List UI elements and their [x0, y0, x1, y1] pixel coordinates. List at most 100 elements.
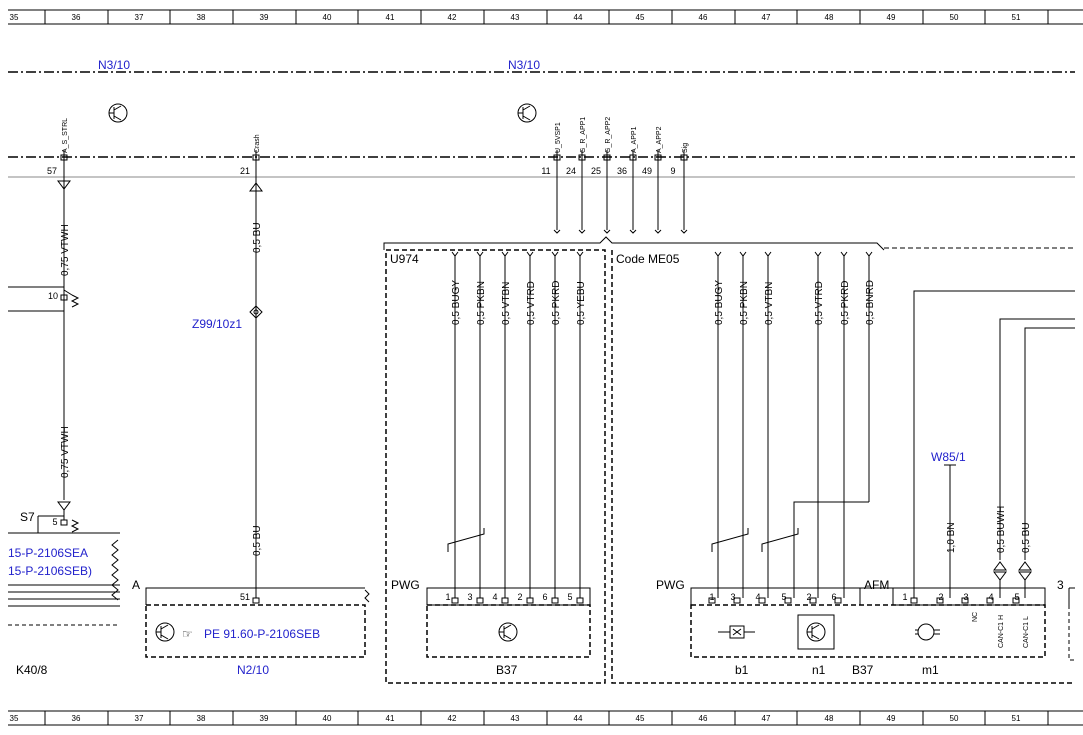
svg-text:51: 51 — [1012, 13, 1021, 22]
svg-text:37: 37 — [135, 714, 144, 723]
svg-text:39: 39 — [260, 714, 269, 723]
pe-ref-link[interactable]: PE 91.60-P-2106SEB — [204, 627, 320, 641]
svg-text:0,75 VTWH: 0,75 VTWH — [60, 426, 71, 478]
svg-text:0,5 YEBU: 0,5 YEBU — [576, 281, 587, 325]
svg-text:25: 25 — [591, 166, 601, 176]
svg-text:46: 46 — [699, 13, 708, 22]
n3-10-label-left: N3/10 — [98, 58, 130, 72]
svg-text:42: 42 — [448, 13, 457, 22]
svg-text:5: 5 — [781, 592, 786, 602]
code-me05-label: Code ME05 — [616, 252, 680, 266]
svg-text:24: 24 — [566, 166, 576, 176]
b1-label: b1 — [735, 663, 749, 677]
svg-text:39: 39 — [260, 13, 269, 22]
svg-text:38: 38 — [197, 714, 206, 723]
svg-text:45: 45 — [636, 714, 645, 723]
n2-10-module — [145, 587, 370, 658]
n3-10-label-center: N3/10 — [508, 58, 540, 72]
svg-text:CAN-C1 H: CAN-C1 H — [998, 615, 1005, 648]
svg-text:0,5 VTRD: 0,5 VTRD — [526, 281, 537, 325]
svg-text:11: 11 — [541, 166, 550, 176]
svg-text:6: 6 — [542, 592, 547, 602]
right-wire-group — [711, 251, 873, 598]
wire-vtwh — [57, 165, 71, 520]
motor-m1-icon — [915, 623, 940, 641]
ref-sea-link[interactable]: 15-P-2106SEA — [8, 546, 88, 560]
k40-label: K40/8 — [16, 663, 48, 677]
svg-text:0,75 VTWH: 0,75 VTWH — [60, 224, 71, 276]
wire-bu-crash — [249, 165, 263, 604]
svg-text:1: 1 — [445, 592, 450, 602]
s7-label: S7 — [20, 510, 35, 524]
svg-text:37: 37 — [135, 13, 144, 22]
svg-text:4: 4 — [755, 592, 760, 602]
m1-label: m1 — [922, 663, 939, 677]
svg-text:0,5 PKRD: 0,5 PKRD — [840, 281, 851, 325]
svg-text:G_R_APP2: G_R_APP2 — [605, 117, 612, 153]
svg-text:49: 49 — [642, 166, 652, 176]
svg-text:A_APP1: A_APP1 — [631, 126, 638, 153]
pwg-label-left: PWG — [391, 578, 420, 592]
pin-name-labels: A_S_STRL Crash U_5VSP1 G_R_APP1 G_R_APP2… — [62, 117, 1030, 648]
svg-text:50: 50 — [950, 714, 959, 723]
svg-text:2: 2 — [517, 592, 522, 602]
svg-text:CAN-C1 L: CAN-C1 L — [1023, 616, 1030, 648]
svg-text:NC: NC — [972, 612, 979, 622]
svg-text:0,5 VTRD: 0,5 VTRD — [814, 281, 825, 325]
switch-block — [8, 286, 80, 312]
svg-text:44: 44 — [574, 13, 583, 22]
svg-text:35: 35 — [10, 13, 19, 22]
svg-text:41: 41 — [386, 13, 395, 22]
harness-bracket — [383, 236, 885, 251]
svg-text:40: 40 — [323, 13, 332, 22]
svg-text:4: 4 — [988, 592, 993, 602]
svg-text:0,5 VTBN: 0,5 VTBN — [501, 282, 512, 325]
hand-pointer-icon[interactable]: ☞ — [182, 627, 193, 641]
n1-label: n1 — [812, 663, 826, 677]
svg-text:0,5 BNRD: 0,5 BNRD — [865, 280, 876, 325]
w85-label: W85/1 — [931, 450, 966, 464]
svg-text:3: 3 — [467, 592, 472, 602]
svg-text:5: 5 — [52, 517, 57, 527]
svg-text:57: 57 — [47, 166, 57, 176]
svg-text:10: 10 — [48, 291, 58, 301]
svg-text:43: 43 — [511, 714, 520, 723]
sensor-b1-icon — [718, 625, 755, 639]
connector-3-label: 3 — [1057, 578, 1064, 592]
svg-text:9: 9 — [670, 166, 675, 176]
svg-text:0,5 BU: 0,5 BU — [1021, 522, 1032, 553]
b37-label-right: B37 — [852, 663, 874, 677]
svg-text:48: 48 — [825, 13, 834, 22]
u974-label: U974 — [390, 252, 419, 266]
svg-text:0,5 BUGY: 0,5 BUGY — [451, 280, 462, 325]
svg-text:45: 45 — [636, 13, 645, 22]
svg-text:A_APP2: A_APP2 — [656, 126, 663, 153]
svg-text:G_R_APP1: G_R_APP1 — [580, 117, 587, 153]
svg-text:47: 47 — [762, 13, 771, 22]
pin-numbers: 57 21 11 24 25 36 49 9 10 5 51 1 3 4 2 6… — [47, 166, 1020, 602]
svg-text:1: 1 — [902, 592, 907, 602]
svg-text:0,5 BU: 0,5 BU — [252, 525, 263, 556]
svg-text:0,5 BUGY: 0,5 BUGY — [714, 280, 725, 325]
n3-pin-stubs — [60, 150, 688, 234]
ruler-top — [8, 9, 1083, 25]
svg-text:0,5 BUWH: 0,5 BUWH — [996, 506, 1007, 553]
svg-text:2: 2 — [806, 592, 811, 602]
svg-text:42: 42 — [448, 714, 457, 723]
svg-text:A_S_STRL: A_S_STRL — [62, 118, 69, 153]
svg-text:35: 35 — [10, 714, 19, 723]
s7-block — [8, 515, 120, 607]
svg-text:1,0 BN: 1,0 BN — [946, 522, 957, 553]
svg-text:2: 2 — [938, 592, 943, 602]
svg-text:3: 3 — [730, 592, 735, 602]
n2-10-label: N2/10 — [237, 663, 269, 677]
svg-text:51: 51 — [240, 592, 250, 602]
svg-text:36: 36 — [72, 13, 81, 22]
svg-text:49: 49 — [887, 714, 896, 723]
pwg-label-right: PWG — [656, 578, 685, 592]
ruler-numbers-top: 35 36 37 38 39 40 41 42 43 44 45 46 47 4… — [10, 13, 1021, 22]
ref-seb-link[interactable]: 15-P-2106SEB) — [8, 564, 92, 578]
svg-text:0,5 PKRD: 0,5 PKRD — [551, 281, 562, 325]
svg-text:43: 43 — [511, 13, 520, 22]
